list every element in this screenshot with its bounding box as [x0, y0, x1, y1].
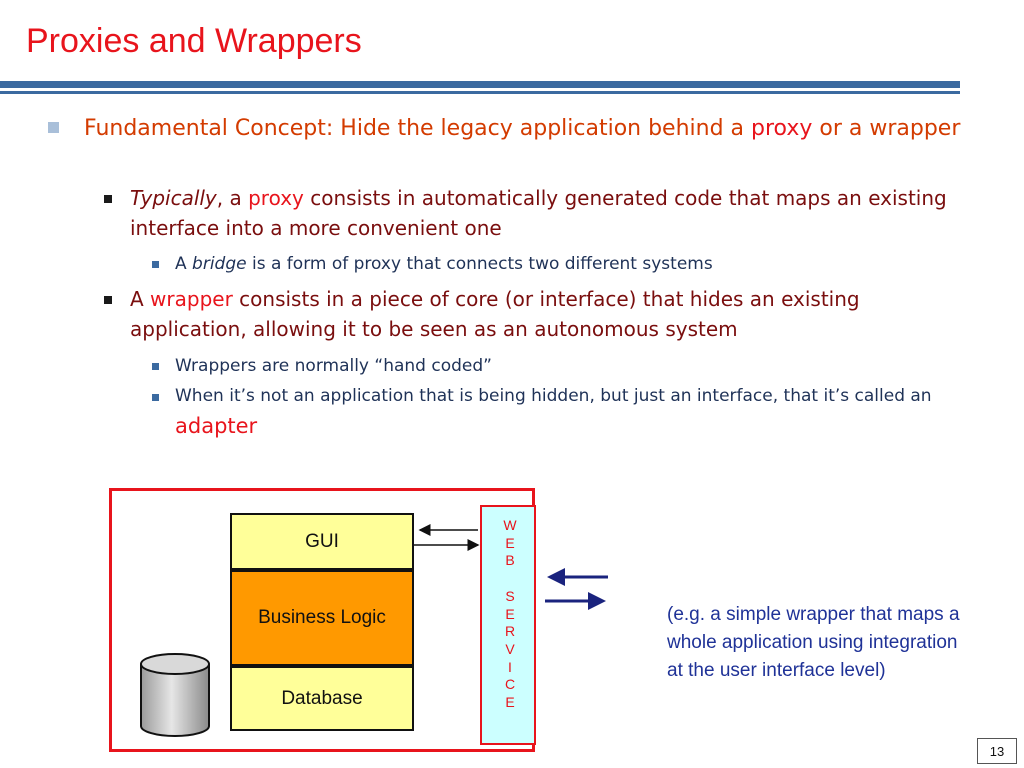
bullet-bridge-definition: A bridge is a form of proxy that connect… [175, 249, 985, 279]
bullet-marker-level1 [48, 122, 59, 133]
web-service-letter: E [505, 534, 515, 551]
database-cylinder-icon [140, 653, 210, 737]
bullet-marker-level3 [152, 394, 159, 401]
slide-title: Proxies and Wrappers [26, 22, 362, 60]
gui-layer-label: GUI [305, 530, 339, 552]
bullet-text: A [130, 287, 151, 311]
emphasis-typically: Typically [130, 186, 217, 210]
keyword-adapter: adapter [175, 414, 258, 438]
web-service-letter: E [505, 694, 515, 710]
bullet-text: consists in automatically generated code… [130, 186, 947, 240]
web-service-letter: W [503, 517, 517, 533]
web-service-letter: S [505, 587, 515, 604]
diagram-note: (e.g. a simple wrapper that maps a whole… [667, 604, 960, 681]
bullet-hand-coded: Wrappers are normally “hand coded” [175, 356, 492, 376]
bullet-adapter-definition: When it’s not an application that is bei… [175, 381, 985, 443]
title-divider-thick [0, 81, 960, 88]
emphasis-bridge: bridge [192, 254, 247, 274]
bullet-marker-level3 [152, 261, 159, 268]
bullet-text: or a wrapper [812, 116, 961, 141]
web-service-letter: V [505, 640, 515, 657]
bullet-marker-level3 [152, 363, 159, 370]
title-divider-thin [0, 91, 960, 94]
bullet-text: A [175, 254, 193, 274]
keyword-wrapper: wrapper [150, 287, 233, 311]
gui-layer: GUI [230, 513, 414, 570]
business-logic-label: Business Logic [258, 607, 386, 628]
web-service-letter: B [505, 552, 515, 569]
bullet-text: When it’s not an application that is bei… [175, 386, 932, 406]
bullet-text: , a [216, 186, 249, 210]
web-service-letter: R [504, 623, 516, 640]
web-service-letter: I [508, 658, 512, 675]
bullet-text: is a form of proxy that connects two dif… [246, 254, 713, 274]
business-logic-layer: Business Logic [230, 570, 414, 666]
web-service-letter: E [505, 605, 515, 622]
keyword-proxy: proxy [751, 116, 813, 141]
bullet-proxy-definition: Typically, a proxy consists in automatic… [130, 183, 970, 243]
keyword-proxy: proxy [248, 186, 304, 210]
bullet-text: consists in a piece of core (or interfac… [130, 287, 860, 341]
page-number: 13 [977, 738, 1017, 764]
bullet-fundamental-concept: Fundamental Concept: Hide the legacy app… [84, 112, 984, 146]
database-layer: Database [230, 666, 414, 731]
web-service-letter: C [504, 676, 516, 693]
bullet-marker-level2 [104, 195, 112, 203]
database-layer-label: Database [281, 687, 363, 709]
bullet-marker-level2 [104, 296, 112, 304]
bullet-wrapper-definition: A wrapper consists in a piece of core (o… [130, 284, 970, 344]
bullet-text: Fundamental Concept: Hide the legacy app… [84, 116, 752, 141]
